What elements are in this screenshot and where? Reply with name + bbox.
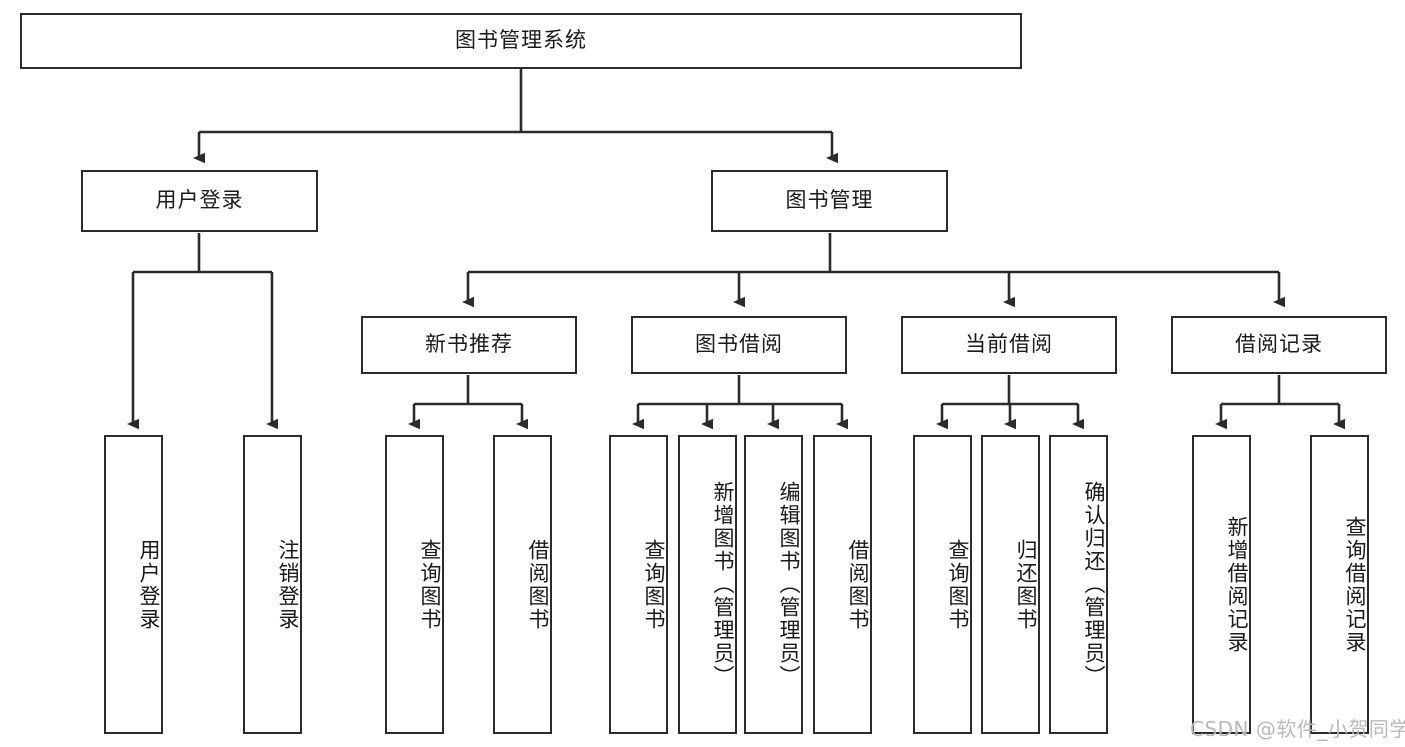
leaf-query-book-3[interactable]: 查询图书 [913,435,972,734]
leaf-add-record[interactable]: 新增借阅记录 [1192,435,1251,734]
csdn-watermark: CSDN @软件_小贺同学 [1190,717,1405,741]
leaf-borrow-book-2-label: 借阅图书 [846,538,870,631]
node-root-label: 图书管理系统 [455,28,587,53]
node-borrow-record[interactable]: 借阅记录 [1171,316,1387,374]
node-user-login-label: 用户登录 [155,188,244,213]
leaf-add-record-label: 新增借阅记录 [1225,515,1249,654]
leaf-confirm-return-label: 确认归还（管理员） [1082,481,1106,688]
leaf-query-book-1-label: 查询图书 [418,538,442,631]
leaf-query-book-2[interactable]: 查询图书 [609,435,668,734]
leaf-return-book[interactable]: 归还图书 [981,435,1040,734]
leaf-add-book-label: 新增图书（管理员） [711,481,735,688]
node-user-login[interactable]: 用户登录 [81,170,318,232]
leaf-user-login[interactable]: 用户登录 [104,435,163,734]
node-root[interactable]: 图书管理系统 [20,13,1022,69]
leaf-query-record[interactable]: 查询借阅记录 [1310,435,1369,734]
node-new-book-rec-label: 新书推荐 [425,332,513,357]
leaf-borrow-book-1[interactable]: 借阅图书 [493,435,552,734]
node-book-borrow-label: 图书借阅 [695,332,783,357]
leaf-borrow-book-2[interactable]: 借阅图书 [813,435,872,734]
leaf-logout-login[interactable]: 注销登录 [243,435,302,734]
leaf-query-book-3-label: 查询图书 [946,538,970,631]
node-book-manage[interactable]: 图书管理 [711,170,948,232]
leaf-borrow-book-1-label: 借阅图书 [526,538,550,631]
leaf-query-record-label: 查询借阅记录 [1343,515,1367,654]
leaf-confirm-return[interactable]: 确认归还（管理员） [1049,435,1108,734]
node-current-borrow[interactable]: 当前借阅 [901,316,1117,374]
node-book-manage-label: 图书管理 [785,188,874,213]
leaf-return-book-label: 归还图书 [1014,538,1038,631]
leaf-logout-login-label: 注销登录 [276,538,300,631]
leaf-query-book-1[interactable]: 查询图书 [385,435,444,734]
leaf-edit-book[interactable]: 编辑图书（管理员） [744,435,803,734]
node-borrow-record-label: 借阅记录 [1235,332,1323,357]
leaf-edit-book-label: 编辑图书（管理员） [777,481,801,688]
leaf-user-login-label: 用户登录 [137,538,161,631]
node-new-book-rec[interactable]: 新书推荐 [361,316,577,374]
node-current-borrow-label: 当前借阅 [965,332,1053,357]
node-book-borrow[interactable]: 图书借阅 [631,316,847,374]
leaf-query-book-2-label: 查询图书 [642,538,666,631]
leaf-add-book[interactable]: 新增图书（管理员） [678,435,737,734]
